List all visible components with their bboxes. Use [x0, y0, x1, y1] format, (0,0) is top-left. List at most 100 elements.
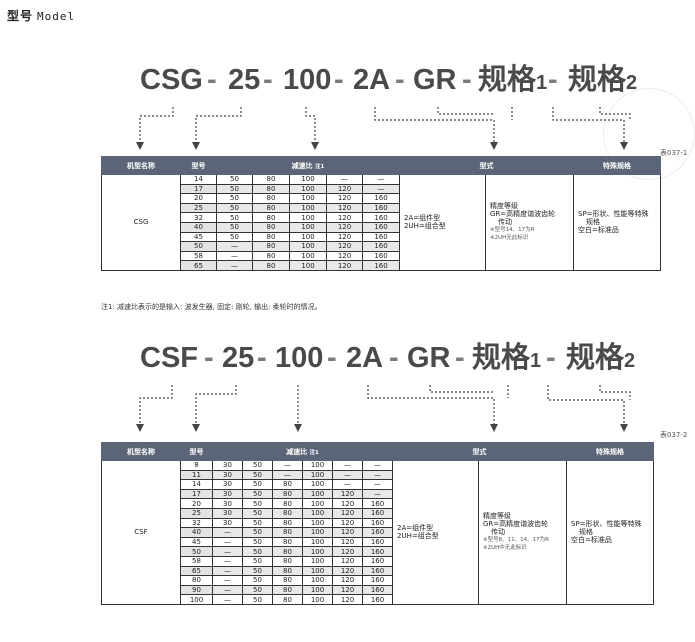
ratio-cell: 80	[252, 212, 290, 223]
special-line: SP=形状、性能等特殊	[571, 520, 642, 529]
size-cell: 32	[180, 517, 213, 529]
type-line: 2UH=组合型	[397, 532, 439, 541]
special-cell: SP=形状、性能等特殊规格空白=标准品	[566, 460, 654, 605]
ratio-cell: —	[326, 174, 363, 185]
size-cell: 65	[180, 260, 217, 271]
ratio-cell: 50	[242, 584, 273, 596]
code-ratio: 100	[275, 342, 324, 374]
precision-note: ※2UH无此标识	[490, 235, 529, 242]
ratio-cell: 50	[216, 231, 253, 243]
type-line: 2A=组件型	[404, 214, 441, 223]
ratio-cell: —	[216, 241, 253, 252]
ratio-cell: 160	[362, 517, 393, 529]
size-cell: 40	[180, 221, 217, 233]
code-dash: -	[257, 342, 267, 374]
col-ratio: 减速比 注1	[212, 442, 393, 461]
code-ratio: 100	[283, 64, 332, 96]
ratio-cell: —	[212, 584, 243, 596]
ratio-cell: —	[362, 488, 393, 500]
col-special: 特殊规格	[573, 156, 661, 175]
size-cell: 65	[180, 565, 213, 577]
size-cell: 90	[180, 584, 213, 596]
ratio-cell: 100	[302, 498, 333, 509]
csg-connector-arrows	[136, 107, 631, 150]
ratio-cell: 120	[326, 221, 363, 233]
code-dash: -	[207, 64, 217, 96]
ratio-cell: —	[212, 594, 243, 605]
ratio-cell: 120	[326, 183, 363, 195]
ratio-cell: 100	[302, 575, 333, 586]
code-spec2: 规格2	[566, 342, 636, 374]
precision-title: 精度等级	[490, 202, 518, 211]
ratio-cell: 80	[272, 594, 303, 605]
ratio-cell: 160	[362, 250, 400, 262]
ratio-cell: 80	[272, 565, 303, 577]
special-line: SP=形状、性能等特殊	[578, 210, 649, 219]
size-cell: 25	[180, 202, 217, 214]
ratio-cell: —	[212, 575, 243, 586]
ratio-cell: 50	[242, 479, 273, 490]
ratio-cell: 160	[362, 536, 393, 548]
code-dash: -	[334, 64, 344, 96]
col-model-name: 机型名称	[101, 442, 181, 461]
ratio-cell: 100	[289, 212, 327, 223]
size-cell: 8	[180, 460, 213, 471]
code-dash: -	[548, 64, 558, 96]
ratio-cell: 50	[242, 488, 273, 500]
ratio-cell: 100	[302, 507, 333, 519]
size-cell: 17	[180, 488, 213, 500]
ratio-cell: —	[212, 527, 243, 538]
code-dash: -	[204, 342, 214, 374]
special-line: 规格	[579, 528, 593, 537]
ratio-cell: 120	[332, 584, 363, 596]
ratio-cell: 80	[272, 507, 303, 519]
ratio-cell: 100	[302, 594, 333, 605]
ratio-cell: 160	[362, 555, 393, 567]
footnote: 注1: 减速比表示的是输入: 波发生器, 固定: 刚轮, 输出: 柔轮时的情况。	[101, 303, 322, 311]
ratio-cell: 160	[362, 594, 393, 605]
ratio-cell: 30	[212, 498, 243, 509]
ratio-cell: 120	[332, 594, 363, 605]
ratio-cell: 120	[326, 231, 363, 243]
ratio-cell: 50	[242, 546, 273, 557]
ratio-cell: 80	[272, 546, 303, 557]
special-cell: SP=形状、性能等特殊规格空白=标准品	[573, 174, 661, 271]
ratio-cell: 100	[302, 469, 333, 481]
ratio-cell: 30	[212, 488, 243, 500]
ratio-cell: 50	[242, 565, 273, 577]
code-dash: -	[395, 64, 405, 96]
ratio-cell: 50	[242, 575, 273, 586]
ratio-cell: 100	[302, 536, 333, 548]
col-type: 型式	[392, 442, 567, 461]
precision-title: 精度等级	[483, 512, 511, 521]
precision-note: ※型号8、11、14、17为R	[483, 537, 549, 544]
ratio-cell: 80	[272, 498, 303, 509]
model-name-cell: CSG	[101, 174, 181, 271]
code-series: CSG	[140, 64, 203, 96]
size-cell: 25	[180, 507, 213, 519]
code-dash: -	[462, 64, 472, 96]
ratio-cell: 120	[326, 193, 363, 204]
ratio-cell: 100	[302, 546, 333, 557]
ratio-cell: 120	[326, 202, 363, 214]
ratio-cell: 80	[272, 536, 303, 548]
ratio-cell: —	[216, 260, 253, 271]
size-cell: 58	[180, 555, 213, 567]
ratio-cell: 160	[362, 565, 393, 577]
ratio-cell: 160	[362, 212, 400, 223]
ratio-cell: —	[362, 479, 393, 490]
ratio-cell: 100	[302, 565, 333, 577]
header-subtitle: Model	[37, 10, 76, 23]
ratio-cell: 160	[362, 575, 393, 586]
